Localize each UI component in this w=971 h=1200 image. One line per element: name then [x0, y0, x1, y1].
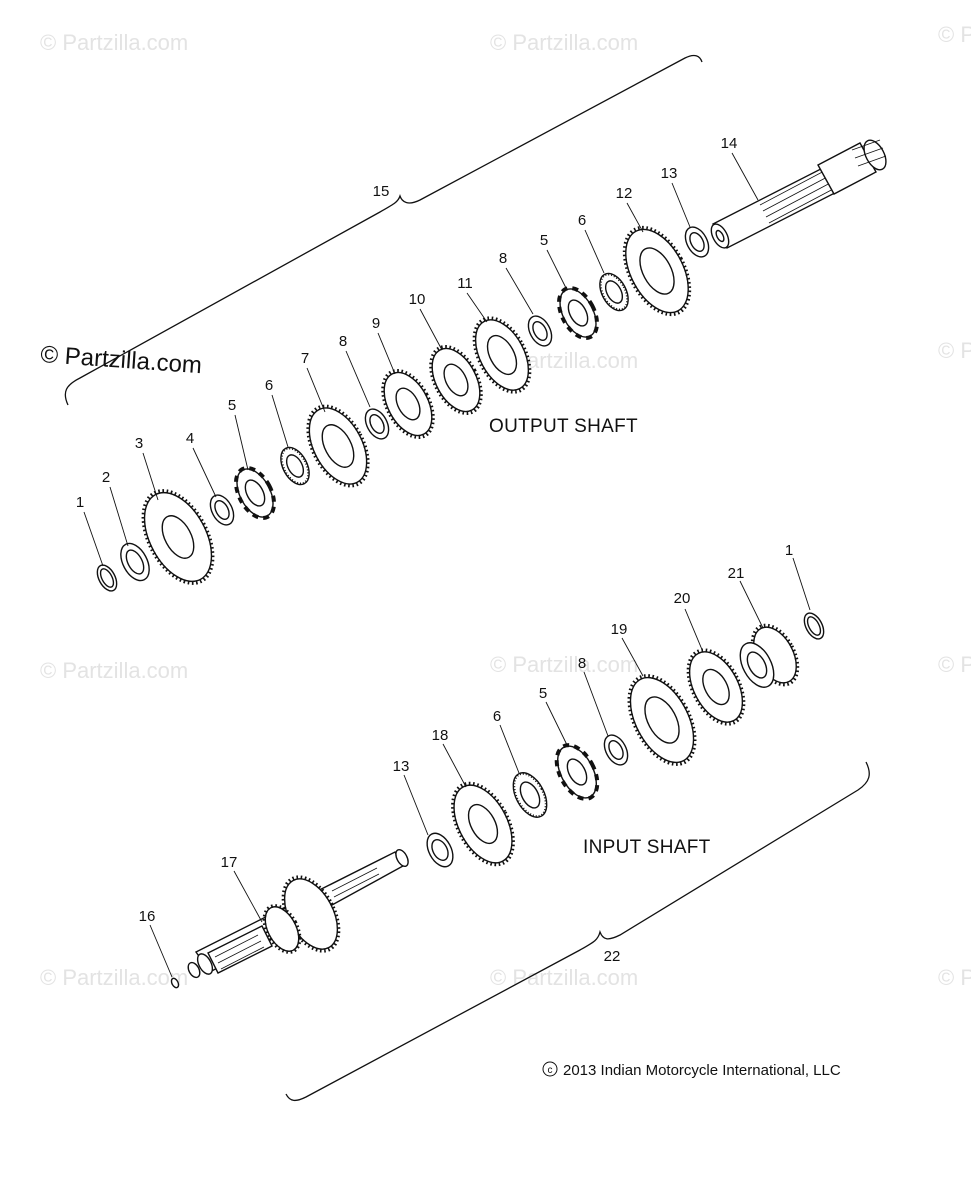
output-bushing-8b — [527, 315, 553, 347]
callout-input-13: 13 — [393, 758, 410, 775]
callout-output-11: 11 — [457, 275, 473, 292]
output-gear-7 — [306, 404, 370, 488]
output-gear-9 — [381, 369, 435, 439]
callout-output-10: 10 — [409, 291, 426, 308]
watermark: © Partzilla.com — [938, 338, 971, 363]
callout-output-15: 15 — [373, 183, 390, 200]
callout-output-5a: 5 — [228, 397, 236, 414]
callout-output-9: 9 — [372, 315, 380, 332]
watermark: © Partzilla.com — [938, 965, 971, 990]
input-bushing-13 — [426, 832, 454, 868]
input-leader-lines — [149, 557, 811, 978]
callout-input-22: 22 — [604, 948, 621, 965]
copyright-notice: c 2013 Indian Motorcycle International, … — [542, 1061, 841, 1079]
input-shaft-bracket — [285, 761, 870, 1102]
output-leader-lines — [83, 152, 759, 567]
callout-output-3: 3 — [135, 435, 143, 452]
input-plug-16 — [170, 977, 180, 989]
callout-output-14: 14 — [721, 135, 738, 152]
output-shift-dog-a — [234, 466, 276, 520]
input-gear-19 — [627, 674, 697, 766]
watermark-dark: © Partzilla.com — [40, 341, 203, 379]
watermark: © Partzilla.com — [40, 658, 188, 683]
input-bushing-8 — [603, 734, 629, 766]
copyright-icon — [542, 1061, 558, 1077]
callout-input-16: 16 — [139, 908, 156, 925]
callout-output-6b: 6 — [578, 212, 586, 229]
output-shaft-bracket — [64, 54, 703, 406]
output-bushing-8a — [364, 408, 390, 440]
output-thrust-washer — [120, 542, 150, 582]
output-gear-10 — [429, 345, 483, 415]
input-gear-18 — [451, 781, 515, 867]
watermark: © Partzilla.com — [490, 30, 638, 55]
output-callouts: 1 2 3 4 5 6 7 8 9 10 11 8 5 6 12 13 14 1… — [76, 135, 738, 511]
watermark: © Partzilla.com — [40, 30, 188, 55]
watermark: © Partzilla.com — [40, 965, 188, 990]
callout-output-6a: 6 — [265, 377, 273, 394]
callout-input-18: 18 — [432, 727, 449, 744]
callout-input-21: 21 — [728, 565, 745, 582]
output-large-gear — [141, 489, 215, 585]
input-callouts: 1 21 20 19 8 5 6 18 13 17 16 22 — [139, 542, 794, 965]
copyright-c: c — [548, 1065, 553, 1076]
output-needle-bearing-b — [599, 272, 629, 312]
output-bushing — [209, 494, 235, 526]
callout-input-8: 8 — [578, 655, 586, 672]
callout-output-13: 13 — [661, 165, 678, 182]
callout-output-8b: 8 — [499, 250, 507, 267]
callout-output-5b: 5 — [540, 232, 548, 249]
watermark: © Partzilla.com — [490, 965, 638, 990]
callout-input-19: 19 — [611, 621, 628, 638]
output-bushing-13 — [684, 226, 710, 258]
output-snap-ring — [96, 564, 118, 592]
watermark: © Partzilla.com — [938, 22, 971, 47]
callout-input-20: 20 — [674, 590, 691, 607]
output-needle-bearing-a — [280, 446, 310, 486]
watermark-layer: © Partzilla.com © Partzilla.com © Partzi… — [40, 22, 971, 990]
output-shaft-14 — [710, 139, 887, 249]
input-shift-dog — [554, 743, 600, 801]
copyright-text: 2013 Indian Motorcycle International, LL… — [563, 1062, 841, 1079]
input-shaft-label: INPUT SHAFT — [583, 837, 711, 858]
input-snap-ring — [803, 612, 825, 640]
callout-input-17: 17 — [221, 854, 238, 871]
input-gear-21 — [739, 623, 800, 688]
callout-output-4: 4 — [186, 430, 194, 447]
callout-input-5: 5 — [539, 685, 547, 702]
callout-input-1: 1 — [785, 542, 793, 559]
callout-output-8a: 8 — [339, 333, 347, 350]
output-gear-11 — [472, 316, 532, 394]
watermark: © Partzilla.com — [938, 652, 971, 677]
callout-output-7: 7 — [301, 350, 309, 367]
output-shift-dog-b — [557, 286, 599, 340]
input-shaft-17 — [187, 849, 409, 979]
input-needle-bearing — [512, 772, 548, 818]
callout-output-2: 2 — [102, 469, 110, 486]
callout-output-12: 12 — [616, 185, 633, 202]
output-gear-12 — [622, 225, 692, 317]
callout-output-1: 1 — [76, 494, 84, 511]
watermark: © Partzilla.com — [490, 652, 638, 677]
output-shaft-label: OUTPUT SHAFT — [489, 416, 638, 437]
input-gear-20 — [686, 648, 746, 726]
callout-input-6: 6 — [493, 708, 501, 725]
